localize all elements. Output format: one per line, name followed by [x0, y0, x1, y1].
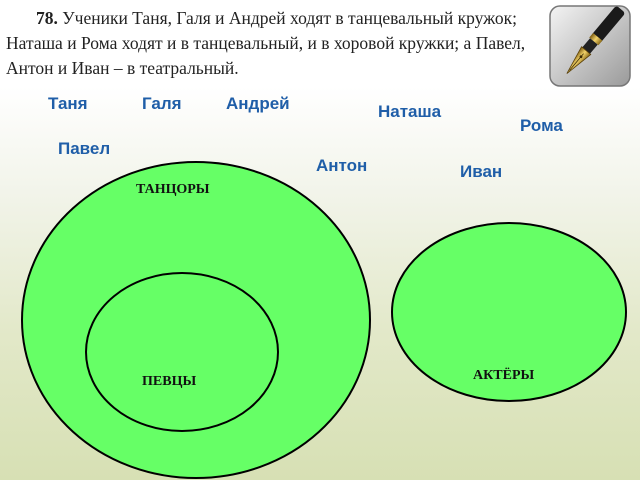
name-natasha: Наташа: [378, 102, 442, 121]
task-body: Ученики Таня, Галя и Андрей ходят в танц…: [6, 8, 526, 78]
task-text: 78. Ученики Таня, Галя и Андрей ходят в …: [6, 6, 546, 81]
task-number: 78.: [36, 8, 58, 28]
actors-circle: [391, 222, 627, 402]
name-andrey: Андрей: [226, 94, 290, 113]
name-galya: Галя: [142, 94, 182, 113]
singers-circle: [85, 272, 279, 432]
name-ivan: Иван: [460, 162, 503, 181]
name-pavel: Павел: [58, 139, 111, 158]
dancers-label: ТАНЦОРЫ: [136, 182, 210, 197]
fountain-pen-icon: [548, 4, 632, 88]
name-roma: Рома: [520, 116, 563, 135]
singers-label: ПЕВЦЫ: [142, 374, 197, 389]
name-tanya: Таня: [48, 94, 88, 113]
actors-label: АКТЁРЫ: [473, 368, 535, 383]
name-anton: Антон: [316, 156, 368, 175]
